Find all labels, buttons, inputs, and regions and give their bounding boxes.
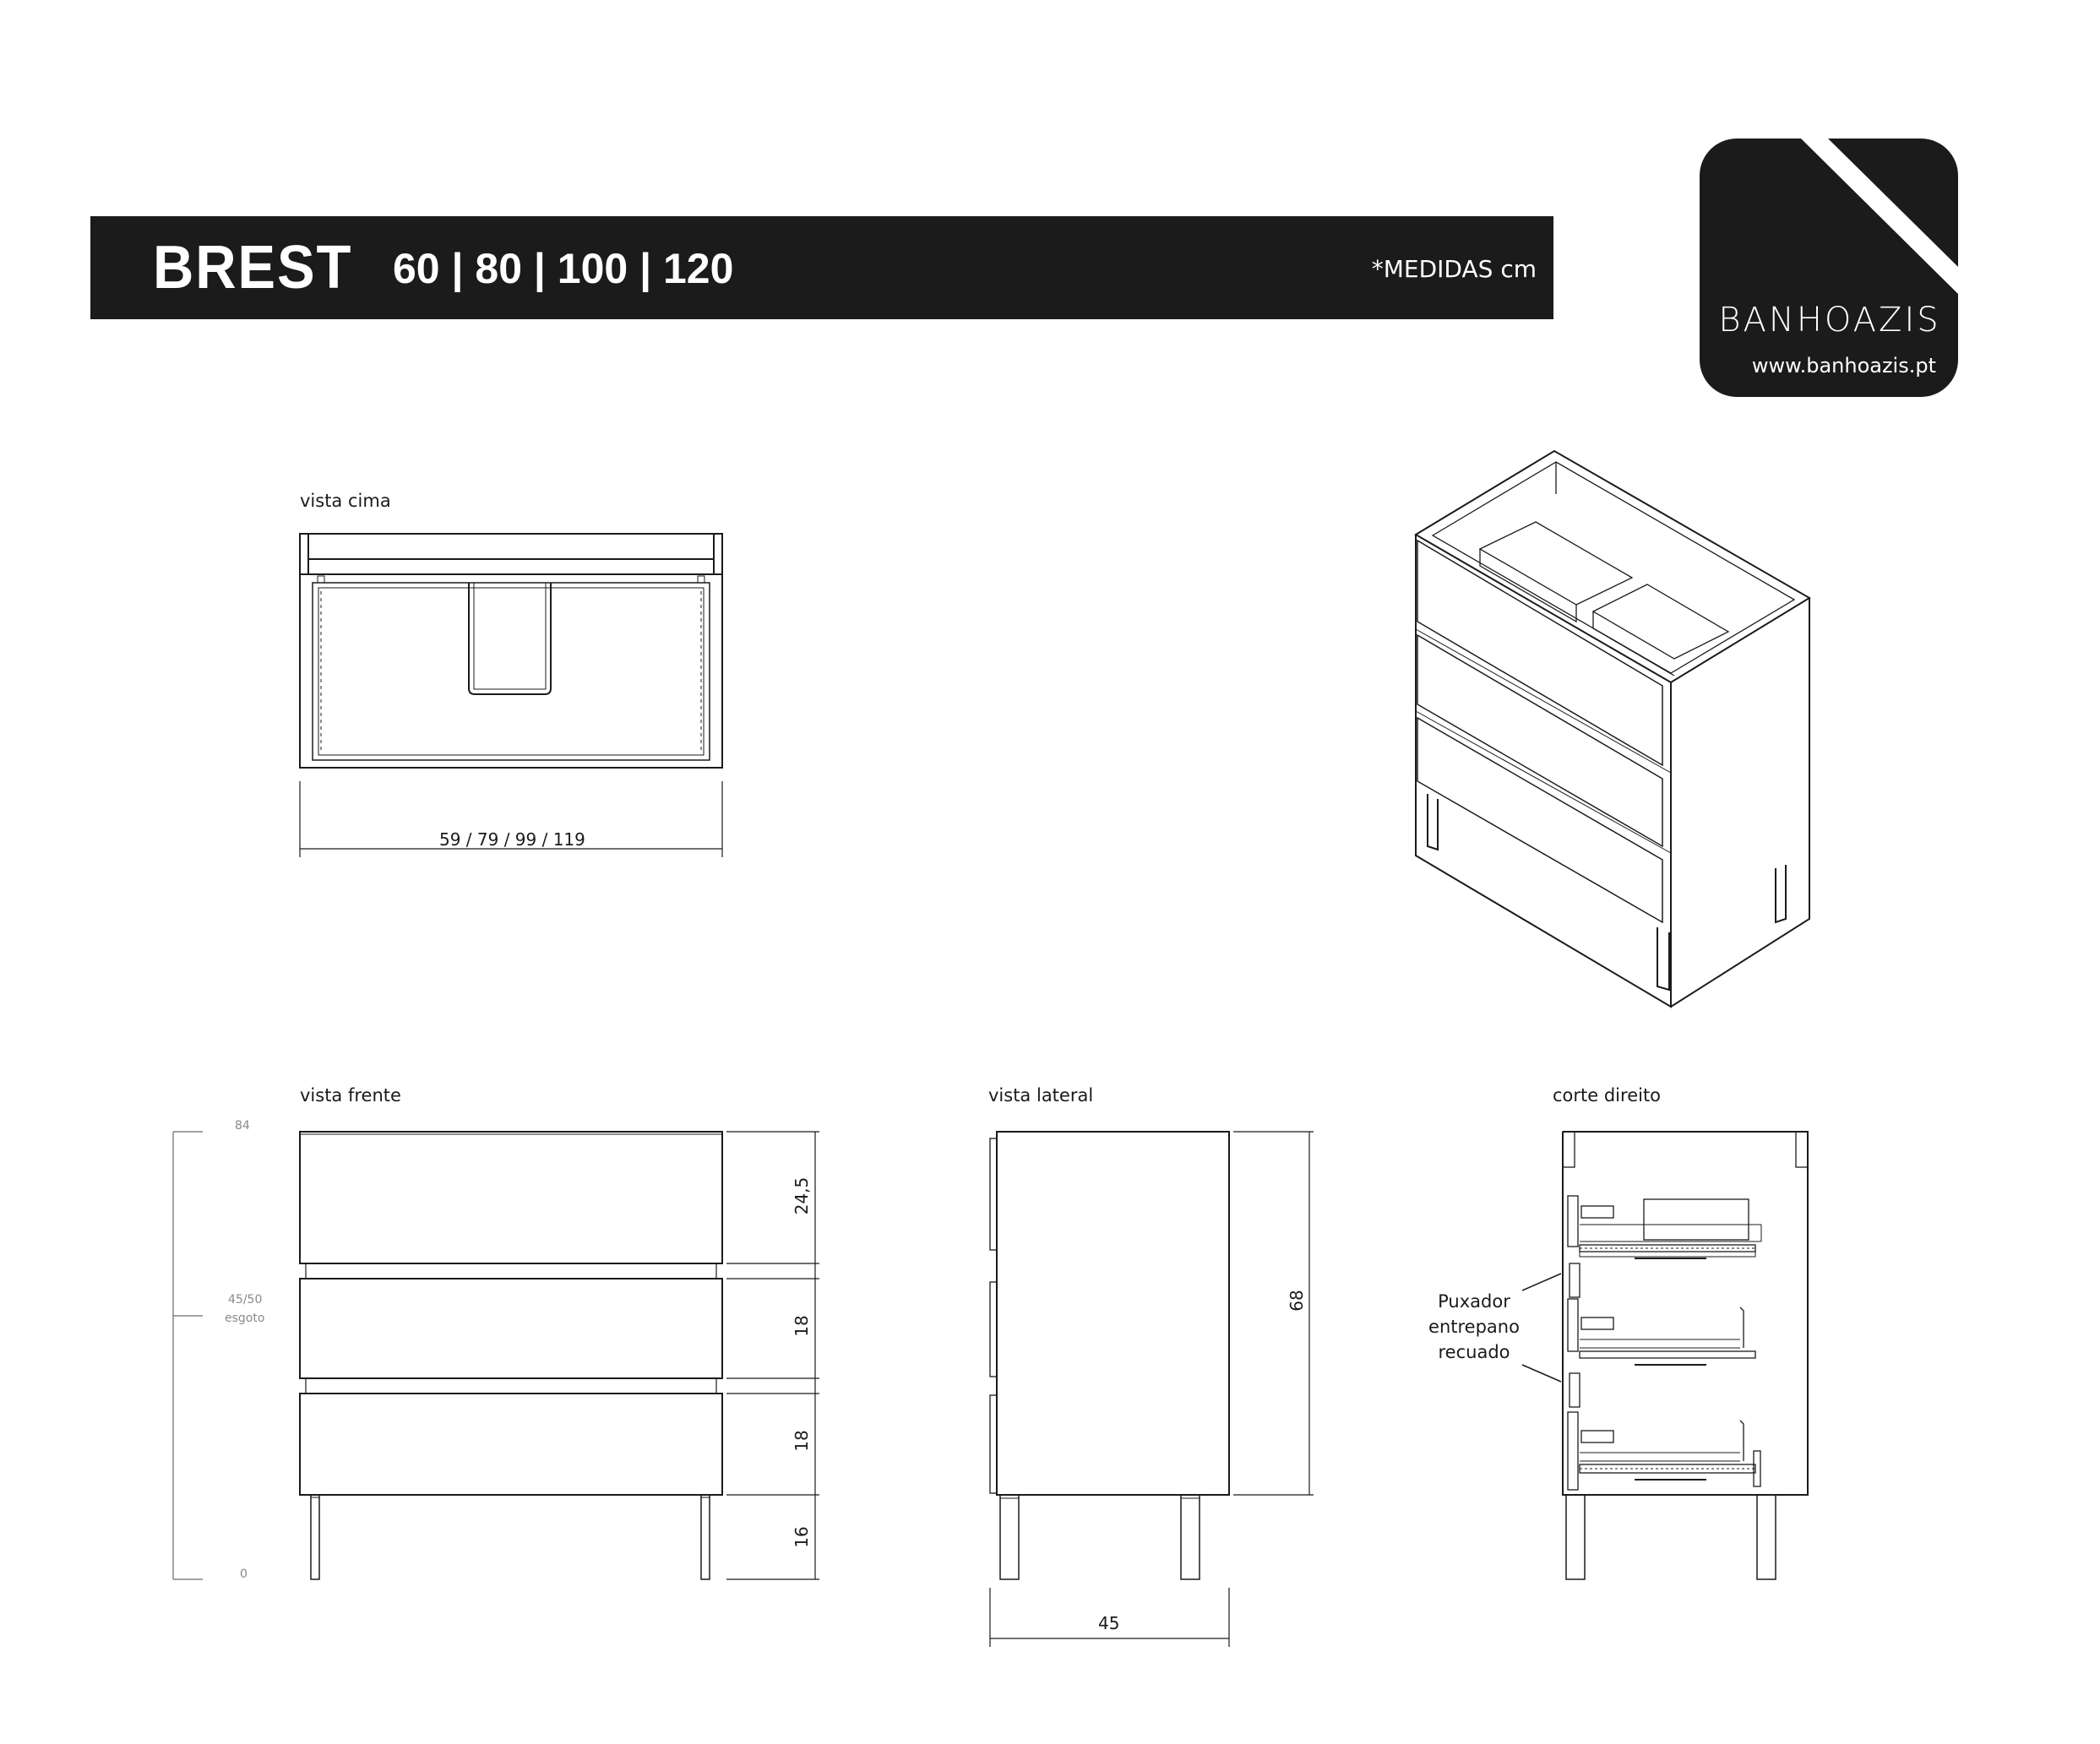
- top-view-label: vista cima: [300, 491, 391, 511]
- section-view-drawing: [1521, 1131, 1809, 1580]
- side-depth-dimension: 45: [1098, 1613, 1120, 1633]
- product-title: BREST: [153, 234, 353, 302]
- scale-drain-label: esgoto: [225, 1312, 265, 1325]
- section-view-label: corte direito: [1553, 1085, 1662, 1106]
- front-view-label: vista frente: [300, 1085, 401, 1106]
- front-view-drawing: [172, 1131, 819, 1580]
- top-view-width-dimension: 59 / 79 / 99 / 119: [439, 829, 585, 850]
- header-banner: BREST 60 | 80 | 100 | 120 *MEDIDAS cm: [90, 216, 1553, 319]
- front-height-legs: 16: [792, 1526, 812, 1548]
- logo-diagonal-icon: [1801, 139, 1958, 294]
- logo-url: www.banhoazis.pt: [1751, 354, 1936, 378]
- section-note: Puxador entrepano recuado: [1419, 1289, 1529, 1365]
- front-height-drawer3: 18: [792, 1430, 812, 1452]
- units-note: *MEDIDAS cm: [1371, 255, 1537, 283]
- top-view-drawing: [299, 533, 723, 857]
- side-view-drawing: [989, 1131, 1314, 1647]
- isometric-drawing: [1414, 449, 1811, 1008]
- scale-top-mark: 84: [235, 1119, 250, 1133]
- scale-drain-height: 45/50: [228, 1293, 263, 1307]
- section-note-line2: entrepano: [1428, 1317, 1520, 1337]
- side-height-dimension: 68: [1287, 1290, 1307, 1312]
- side-view-label: vista lateral: [988, 1085, 1094, 1106]
- section-note-line3: recuado: [1438, 1342, 1510, 1362]
- size-options: 60 | 80 | 100 | 120: [393, 245, 734, 292]
- front-height-drawer1: 24,5: [792, 1176, 812, 1215]
- brand-logo: BANHOAZIS www.banhoazis.pt: [1700, 139, 1958, 397]
- scale-bottom-mark: 0: [240, 1567, 248, 1581]
- front-height-drawer2: 18: [792, 1315, 812, 1337]
- logo-wordmark: BANHOAZIS: [1718, 301, 1941, 340]
- section-note-line1: Puxador: [1438, 1291, 1510, 1312]
